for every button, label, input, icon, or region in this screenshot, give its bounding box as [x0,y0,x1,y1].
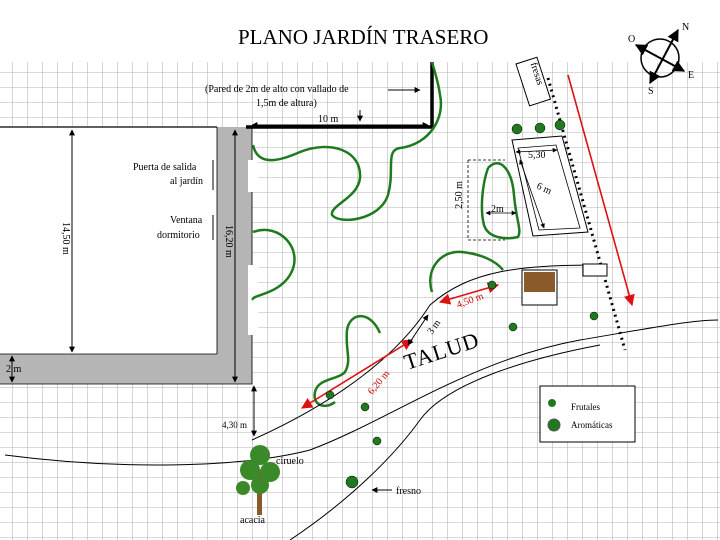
window-label-line1: Ventana [170,215,203,226]
door-label-line2: al jardín [170,176,203,187]
wall-note-line1: (Pared de 2m de alto con vallado de [205,84,349,95]
fruit-tree-icon [372,436,382,446]
legend-aromatic-icon [547,418,561,432]
plants [325,119,599,489]
aromatic-plant-icon [511,123,523,135]
strip-width-label: 2 m [6,364,22,375]
door-label-line1: Puerta de salida [133,162,197,173]
tree-ciruelo-label: ciruelo [276,456,304,467]
compass-s: S [648,86,654,97]
house-depth-label: 14,50 m [60,222,71,255]
tree-acacia-label: acacia [240,515,266,526]
compass-rose: N O E S [628,22,694,97]
talud-lower-edge [4,319,719,466]
fruit-tree-icon [508,322,518,332]
fruit-tree-icon [345,475,359,489]
fruit-tree-icon [325,390,335,400]
legend: Frutales Aromáticas [539,385,636,443]
distance-430-label: 4,30 m [222,420,247,430]
bottom-wall-strip [0,354,252,384]
fruit-tree-icon [360,402,370,412]
fresas-box [515,56,552,107]
window-label-line2: dormitorio [157,230,200,241]
legend-fruit-tree-icon [548,399,556,407]
fruit-tree-icon [487,280,497,290]
page-title: PLANO JARDÍN TRASERO [238,25,488,49]
door-opening [248,160,258,192]
aromatic-plant-icon [554,119,566,131]
aromatic-plant-icon [534,122,546,134]
strawberry-width-label: 5,30 [528,150,546,161]
wall-length-label: 10 m [318,114,339,125]
compass-o: O [628,34,635,45]
acacia-tree-icon [236,445,280,515]
wall-note-line2: 1,5m de altura) [256,98,317,109]
legend-aromaticas: Aromáticas [571,420,613,430]
fence-dotted [546,77,627,351]
fruit-tree-icon [589,311,599,321]
compass-e: E [688,70,694,81]
legend-frutales: Frutales [571,402,600,412]
small-box [582,263,608,277]
path-lower-edge [289,344,601,540]
bed-width-label: 2m [491,204,504,215]
wall-depth-label: 16,20 m [223,225,234,258]
tree-fresno-label: fresno [396,486,421,497]
house-area [0,127,217,354]
bed-height-label: 2,50 m [454,181,465,209]
compass-n: N [682,22,689,33]
